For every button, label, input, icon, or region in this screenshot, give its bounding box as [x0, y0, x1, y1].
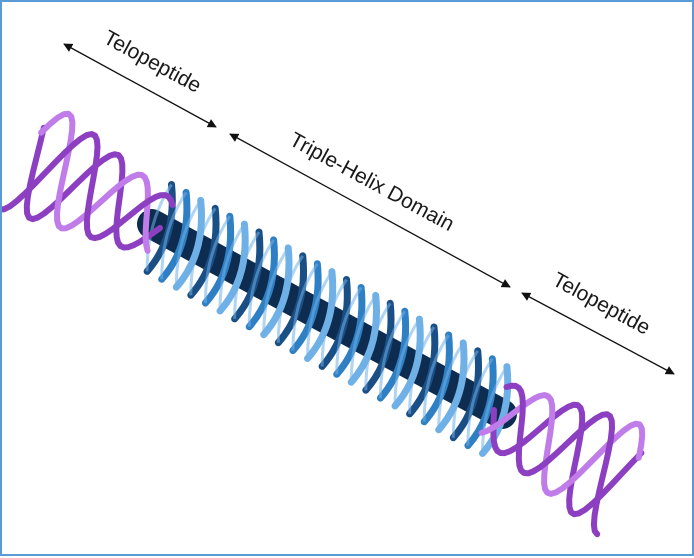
helix-coil-highlight [160, 191, 188, 280]
telopeptide-right-strand [503, 382, 615, 538]
helix-coil-highlight [451, 349, 479, 438]
helix-coil-highlight [364, 302, 392, 391]
triple-helix-label: Triple-Helix Domain [286, 128, 458, 236]
triple-helix-arrow [229, 133, 511, 288]
telopeptide-right-arrow [521, 292, 675, 375]
helix-coil-highlight [174, 199, 202, 288]
helix-coil-highlight [408, 326, 436, 414]
helix-coil-highlight [203, 215, 232, 304]
helix-coil-highlight [437, 342, 465, 430]
helix-coil-highlight [349, 294, 377, 383]
helix-coil [479, 363, 512, 457]
helix-coil-highlight [393, 318, 421, 407]
telopeptide-right-label: Telopeptide [549, 268, 654, 339]
telopeptide-left-label: Telopeptide [100, 26, 205, 97]
telopeptide-left-strand [23, 124, 163, 251]
helix-coil-highlight [480, 365, 509, 454]
helix-coil-highlight [335, 286, 363, 375]
helix-coil-highlight [189, 207, 217, 296]
telopeptide-left-arrow [63, 43, 217, 128]
triple-helix-illustration [2, 110, 646, 538]
telopeptide-right-strand [490, 401, 645, 518]
helix-coil-highlight [422, 334, 450, 422]
helix-coil-highlight [145, 183, 173, 272]
helix-coil-highlight [466, 357, 494, 446]
helix-coil-highlight [378, 310, 407, 399]
telopeptide-left-strand [2, 131, 176, 242]
